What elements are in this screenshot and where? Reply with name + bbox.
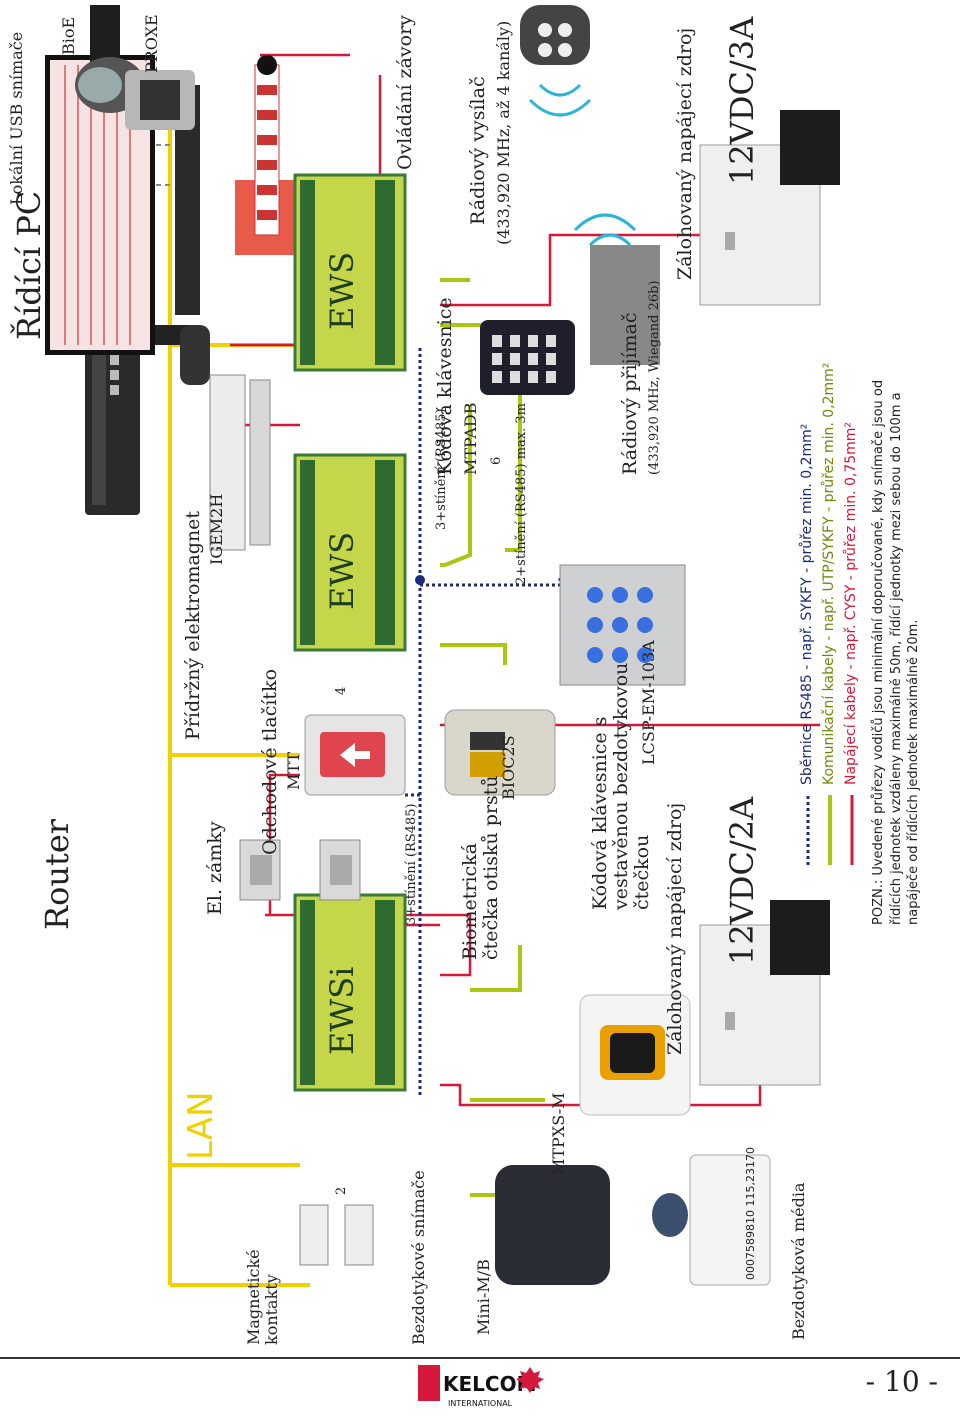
- exit-button-device: [304, 714, 406, 796]
- legend-comm: Komunikační kabely - např. UTP/SYKFY - p…: [821, 362, 837, 785]
- bio-reader-device: [444, 709, 556, 796]
- keypad-model: MTPADB: [461, 402, 480, 476]
- psu2-model: 12VDC/3A: [723, 16, 761, 185]
- receiver-label: Rádiový přijímač: [619, 312, 641, 475]
- card-number: 0007589810 115,23170: [744, 1147, 757, 1280]
- psu1-model: 12VDC/2A: [723, 796, 761, 965]
- lan-label: LAN: [181, 1091, 221, 1160]
- bus2-label: 3+stínění (RS485): [434, 408, 449, 530]
- mini-reader-device: [495, 1165, 610, 1285]
- keypad-reader-model: LCSP-EM-103A: [639, 640, 658, 765]
- exit-button-label: Odchodové tlačítko: [259, 668, 281, 855]
- receiver-detail: (433,920 MHz, Wiegand 26b): [647, 280, 662, 475]
- ewsi-board: [293, 893, 407, 1092]
- ews1-label: EWS: [323, 531, 361, 610]
- router-device: [85, 305, 140, 515]
- mini-label: Mini-M/B: [474, 1259, 493, 1335]
- pc-label: Řídící PC: [10, 190, 48, 340]
- bus3-label: 2+stínění (RS485) max. 3m: [514, 403, 529, 585]
- wire-count-4: 4: [334, 686, 349, 695]
- legend-bus: Sběrnice RS485 - např. SYKFY - průřez mi…: [799, 423, 815, 785]
- barrier-label: Ovládání závory: [394, 15, 416, 170]
- transmitter-label: Rádiový vysílač: [467, 76, 489, 225]
- magnet-model: IGEM2H: [207, 493, 226, 565]
- logo-brand: KELCOM: [443, 1372, 537, 1396]
- footer-divider: [0, 1357, 960, 1359]
- mtpxs-reader-device: [579, 994, 691, 1116]
- media-label: Bezdotyková média: [789, 1182, 808, 1340]
- electric-strike-1: [239, 839, 281, 901]
- kelcom-logo: KELCOM INTERNATIONAL: [418, 1365, 544, 1408]
- keypad-device: [480, 320, 575, 395]
- electric-strike-2: [319, 839, 361, 901]
- bioe-label: BioE: [59, 16, 78, 55]
- exit-button-model: MTT: [284, 751, 303, 790]
- transmitter-detail: (433,920 MHz, až 4 kanály): [494, 20, 513, 245]
- magnet-label: Přídržný elektromagnet: [182, 510, 204, 740]
- mtpxs-label: MTPXS-M: [549, 1092, 568, 1175]
- keypad-reader-device: [559, 564, 686, 686]
- wire-count-2: 2: [334, 1186, 349, 1195]
- usb-readers-label: Lokální USB snímače: [7, 31, 26, 205]
- proximity-media: [652, 1154, 771, 1286]
- comm-cables: [440, 278, 545, 1205]
- maple-leaf-icon: [516, 1367, 544, 1393]
- radio-transmitter-device: [520, 5, 592, 117]
- psu2-title: Zálohovaný napájecí zdroj: [674, 27, 696, 280]
- electromagnet-device: [209, 374, 271, 551]
- radio-receiver-device: [573, 213, 660, 365]
- legend-power: Napájecí kabely - např. CYSY - průřez mi…: [843, 421, 859, 785]
- magnetic-contact-device: [299, 1204, 374, 1266]
- bio-reader-label: Biometrická čtečka otisků prstů: [459, 775, 502, 960]
- diagram-rotated: Router Řídící PC Lokální USB snímače Bio…: [7, 5, 922, 1345]
- psu2-device: [699, 110, 840, 306]
- cable-note: POZN.: Uvedené průřezy vodičů jsou minim…: [871, 379, 922, 925]
- ews1-board: [293, 453, 407, 652]
- ews2-board: [293, 173, 407, 372]
- ewsi-label: EWSi: [323, 966, 361, 1055]
- ews2-label: EWS: [323, 251, 361, 330]
- proxe-label: PROXE: [142, 14, 161, 73]
- magnetic-contacts-label: Magnetické kontakty: [244, 1249, 281, 1345]
- psu1-device: [699, 900, 830, 1086]
- proxe-device: [125, 70, 195, 130]
- page-number: - 10 -: [865, 1365, 938, 1398]
- router-label: Router: [38, 818, 76, 930]
- bus1-label: 3+stínění (RS485): [404, 803, 419, 925]
- diagram-graphics: [45, 5, 854, 1287]
- logo-sub: INTERNATIONAL: [448, 1399, 513, 1408]
- page-footer: KELCOM INTERNATIONAL - 10 -: [0, 1355, 960, 1415]
- wire-count-6: 6: [489, 456, 504, 465]
- diagram-stage: Router Řídící PC Lokální USB snímače Bio…: [7, 5, 922, 1345]
- proximity-readers-label: Bezdotykové snímače: [409, 1170, 428, 1345]
- bio-reader-model: BIOC2S: [499, 735, 518, 800]
- el-locks-label: El. zámky: [204, 821, 226, 915]
- legend-lines: [806, 795, 854, 865]
- psu1-title: Zálohovaný napájecí zdroj: [664, 802, 686, 1055]
